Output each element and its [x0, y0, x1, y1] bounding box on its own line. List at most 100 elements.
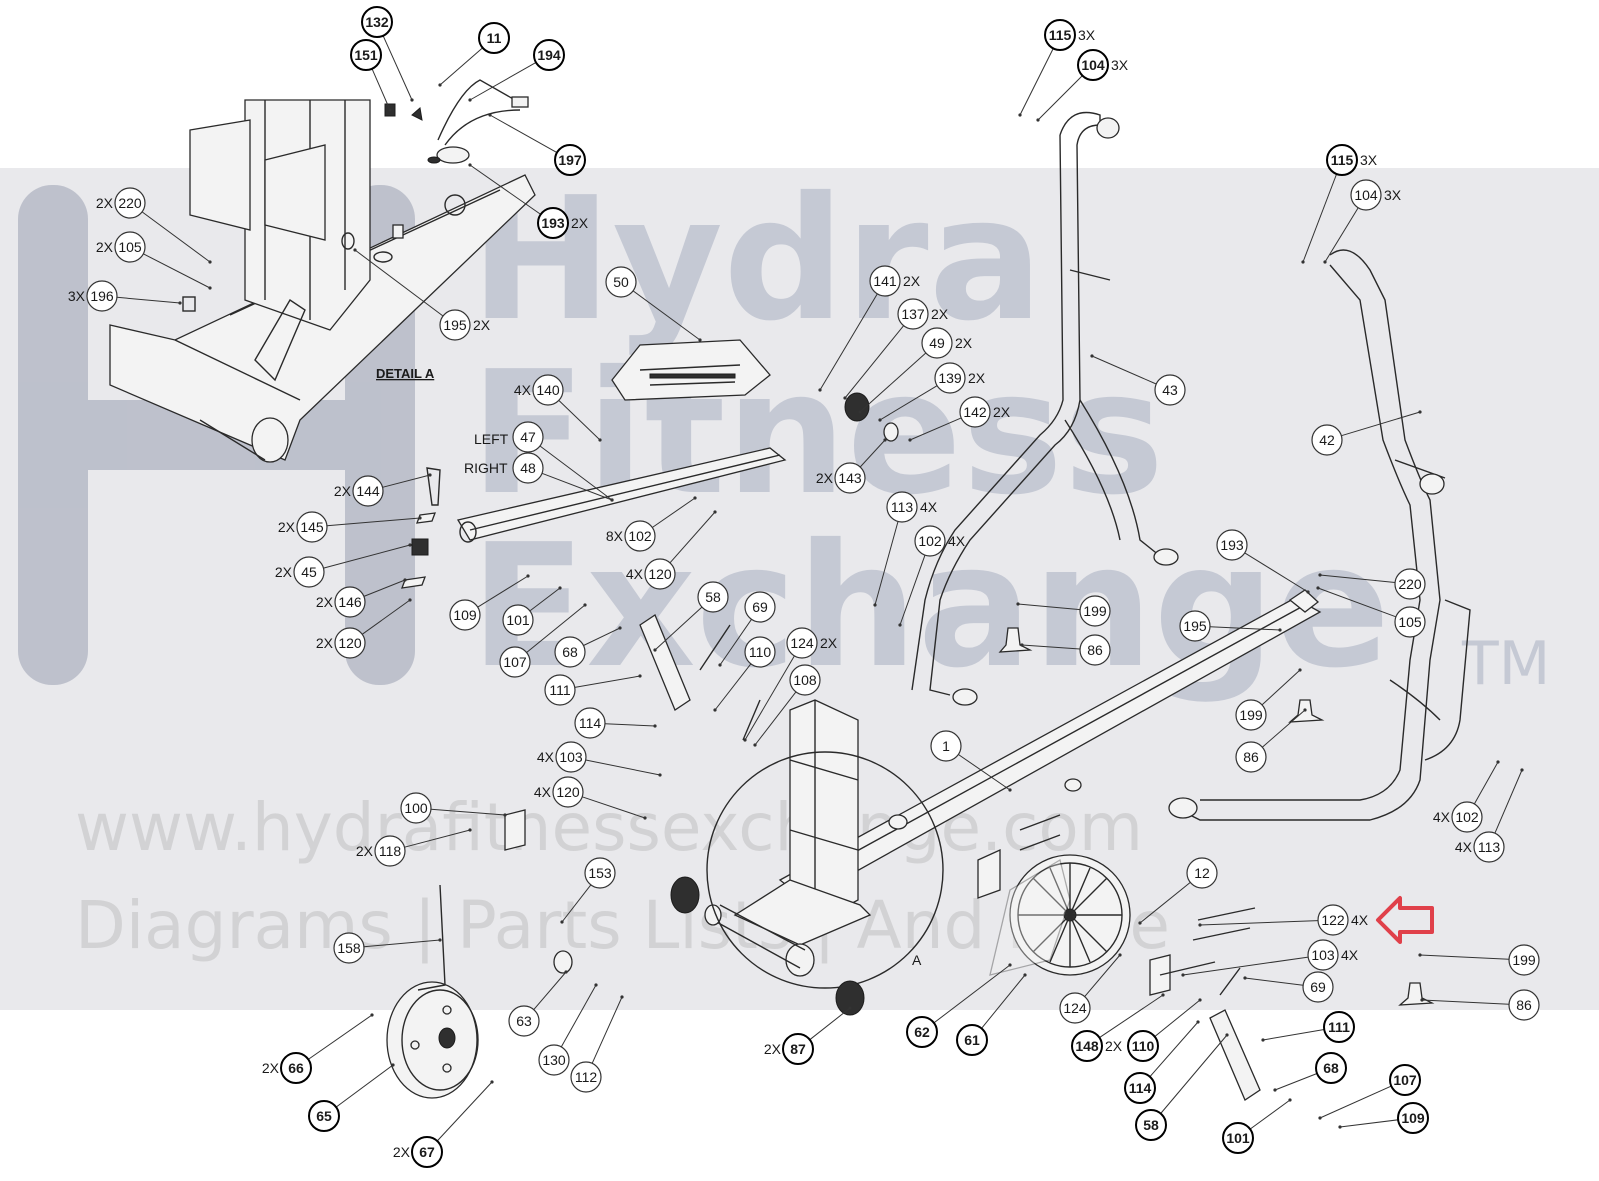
watermark-trademark: TM	[1461, 629, 1550, 699]
callout-leader-line	[1421, 999, 1510, 1005]
callout-bubble	[574, 707, 606, 739]
callout-leader-tip	[594, 983, 598, 987]
callout-quantity: 4X	[1341, 947, 1359, 963]
callout-leader-tip	[1118, 953, 1122, 957]
callout-110: 110	[1127, 998, 1202, 1062]
callout-109: 109	[449, 574, 530, 631]
callout-107: 107	[1318, 1064, 1421, 1120]
callout-number: 114	[1129, 1080, 1152, 1096]
callout-leader-line	[1154, 999, 1201, 1037]
callout-number: 69	[752, 599, 768, 615]
callout-48: 48	[512, 452, 614, 502]
callout-quantity: 2X	[393, 1144, 411, 1160]
callout-number: 109	[1401, 1110, 1425, 1126]
callout-bubble	[532, 374, 564, 406]
callout-bubble	[449, 599, 481, 631]
callout-number: 102	[1455, 809, 1479, 825]
callout-bubble	[1307, 939, 1339, 971]
callout-number: 45	[301, 564, 317, 580]
callout-number: 120	[338, 635, 362, 651]
callout-bubble	[786, 627, 818, 659]
callout-leader-line	[560, 984, 597, 1048]
callout-leader-tip	[610, 498, 614, 502]
callout-bubble	[959, 396, 991, 428]
right-side-label: RIGHT	[464, 460, 508, 476]
callout-bubble	[1394, 606, 1426, 638]
callout-quantity: 2X	[356, 843, 374, 859]
callout-leader-tip	[1303, 708, 1307, 712]
callout-number: 11	[487, 30, 502, 46]
callout-number: 111	[549, 682, 570, 698]
callout-leader-line	[335, 1064, 394, 1108]
callout-101: 101	[502, 586, 562, 636]
callout-bubble	[1071, 1030, 1103, 1062]
callout-bubble	[538, 1044, 570, 1076]
callout-110: 110	[713, 636, 776, 712]
callout-leader-tip	[428, 473, 432, 477]
callout-quantity: 4X	[1455, 839, 1473, 855]
callout-leader-tip	[410, 98, 414, 102]
callout-leader-tip	[908, 438, 912, 442]
callout-number: 110	[749, 644, 772, 660]
callout-bubble	[350, 39, 382, 71]
front-stand-drawing	[704, 699, 944, 989]
callout-bubble	[544, 674, 576, 706]
callout-bubble	[1216, 529, 1248, 561]
callout-number: 199	[1512, 952, 1536, 968]
callout-bubble	[293, 556, 325, 588]
callout-leader-line	[744, 655, 795, 741]
callout-number: 86	[1087, 642, 1103, 658]
callout-111: 111	[1261, 1011, 1355, 1043]
callout-bubble	[1350, 179, 1382, 211]
callout-220: 220	[1318, 568, 1426, 600]
callout-leader-line	[1021, 644, 1081, 650]
callout-bubble	[744, 636, 776, 668]
callout-leader-tip	[1288, 1098, 1292, 1102]
callout-leader-line	[933, 964, 1011, 1024]
callout-leader-line	[469, 164, 541, 215]
callout-bubble	[1179, 610, 1211, 642]
watermark-word-1: Hydra	[470, 161, 1043, 359]
callout-leader-line	[529, 587, 561, 612]
callout-number: 107	[503, 654, 527, 670]
callout-130: 130	[538, 983, 598, 1076]
callout-1: 1	[930, 730, 1012, 792]
pulley-drawing	[386, 981, 479, 1099]
callout-bubble	[697, 581, 729, 613]
callout-194: 194	[468, 39, 565, 102]
callout-number: 58	[705, 589, 721, 605]
callout-quantity: 2X	[571, 215, 589, 231]
callout-42: 42	[1311, 410, 1422, 456]
callout-quantity: 2X	[96, 239, 114, 255]
callout-number: 50	[613, 274, 629, 290]
callout-quantity: 4X	[1351, 912, 1369, 928]
callout-quantity: 3X	[1078, 27, 1096, 43]
callout-bubble	[333, 932, 365, 964]
callout-leader-line	[436, 1081, 493, 1142]
callout-leader-line	[1091, 355, 1157, 385]
callout-leader-tip	[403, 578, 407, 582]
callout-61: 61	[956, 973, 1027, 1056]
callout-leader-tip	[583, 603, 587, 607]
callout-193: 193	[1216, 529, 1310, 594]
callout-leader-tip	[1496, 760, 1500, 764]
callout-leader-line	[326, 517, 421, 527]
callout-leader-line	[1341, 411, 1421, 437]
callout-quantity: 2X	[820, 635, 838, 651]
left-side-label: LEFT	[474, 431, 509, 447]
callout-bubble	[1451, 801, 1483, 833]
callout-bubble	[296, 511, 328, 543]
callout-leader-line	[404, 829, 471, 848]
callout-leader-tip	[848, 1006, 852, 1010]
callout-leader-tip	[598, 438, 602, 442]
callout-bubble	[897, 298, 929, 330]
